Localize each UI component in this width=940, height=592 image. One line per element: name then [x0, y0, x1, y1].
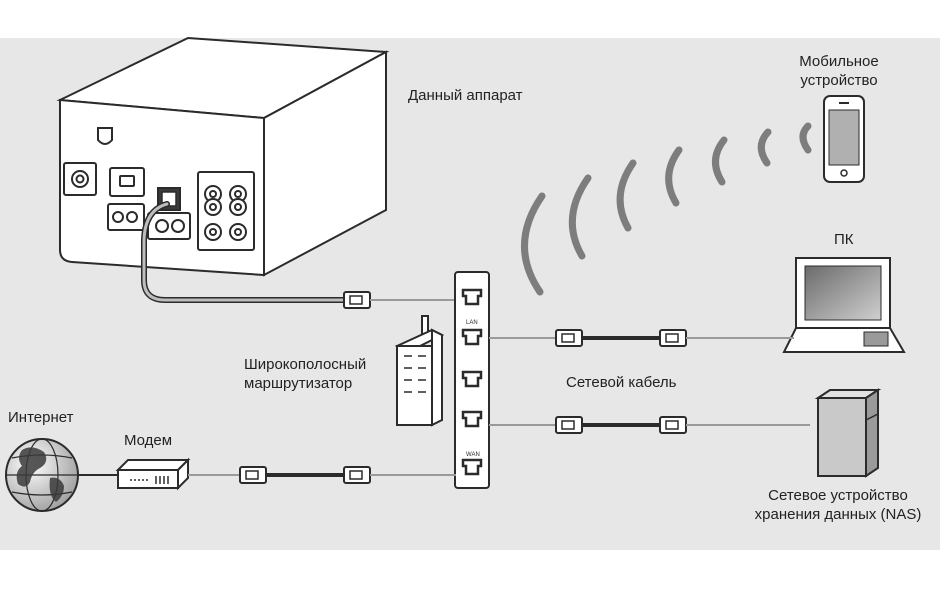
device-cable-plug	[343, 291, 371, 309]
port-label-wan: WAN	[466, 452, 480, 458]
router-label-line1: Широкополосный	[244, 356, 367, 373]
pc-label: ПК	[834, 231, 854, 248]
port-label-lan: LAN	[466, 320, 478, 326]
nas-label: Сетевое устройство хранения данных (NAS)	[736, 486, 940, 524]
cable-router-nas	[489, 416, 810, 434]
nas-label-line2: хранения данных (NAS)	[754, 506, 922, 523]
mobile-label: Мобильное устройство	[780, 52, 898, 90]
cable-label: Сетевой кабель	[566, 374, 677, 391]
wifi-waves	[521, 122, 812, 296]
device-unit	[56, 36, 390, 277]
router-label-line2: маршрутизатор	[244, 375, 353, 392]
nas-label-line1: Сетевое устройство	[768, 487, 908, 504]
modem-label: Модем	[124, 432, 173, 449]
router-body	[394, 315, 445, 427]
router-back-panel	[454, 271, 490, 489]
pc-laptop	[782, 257, 906, 353]
mobile-phone	[823, 95, 865, 183]
cable-modem-router	[188, 466, 456, 484]
cable-router-pc	[489, 329, 794, 347]
mobile-label-line1: Мобильное	[799, 53, 879, 70]
device-label: Данный аппарат	[408, 87, 523, 104]
globe-icon	[5, 438, 79, 512]
router-label: Широкополосный маршрутизатор	[244, 355, 366, 393]
mobile-label-line2: устройство	[800, 72, 878, 89]
nas-device	[814, 388, 882, 478]
modem-device	[115, 457, 191, 491]
internet-label: Интернет	[8, 409, 74, 426]
